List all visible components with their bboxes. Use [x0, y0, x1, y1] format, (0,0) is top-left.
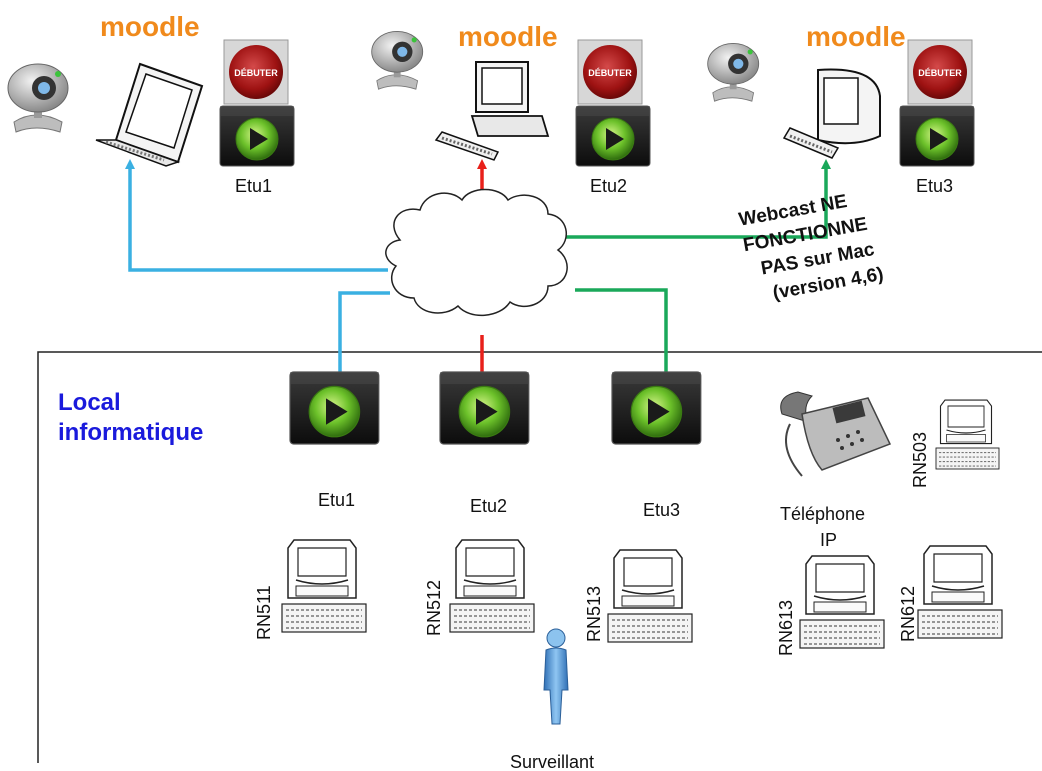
- supervisor-person-icon: [543, 628, 569, 725]
- debuter-button[interactable]: DÉBUTER: [577, 39, 643, 105]
- workstation-label: RN512: [424, 580, 444, 636]
- local-webcast-2: [439, 371, 530, 445]
- debuter-button[interactable]: DÉBUTER: [223, 39, 289, 105]
- mac-warning-note: Webcast NE FONCTIONNE PAS sur Mac (versi…: [737, 191, 885, 304]
- workstation-label: RN612: [898, 586, 918, 642]
- local-student-label: Etu3: [643, 500, 680, 520]
- workstation-rn613: [799, 555, 885, 649]
- remote-student-1: moodle DÉBUTER Etu1: [7, 11, 295, 196]
- workstation-rn612: [917, 545, 1003, 639]
- workstation-rn512: [449, 539, 535, 633]
- local-student-label: Etu2: [470, 496, 507, 516]
- webcam-icon: [707, 42, 760, 102]
- workstation-label: RN513: [584, 586, 604, 642]
- student-label: Etu1: [235, 176, 272, 196]
- local-student-label: Etu1: [318, 490, 355, 510]
- webcast-icon: [219, 105, 295, 167]
- ip-phone-icon: [780, 391, 892, 477]
- webcast-icon: [575, 105, 651, 167]
- workstation-rn503: [935, 399, 1000, 470]
- remote-student-3: moodle DÉBUTER Etu3: [707, 21, 975, 196]
- local-room-title: informatique: [58, 419, 203, 446]
- imac-icon: [782, 68, 881, 159]
- debuter-button[interactable]: DÉBUTER: [907, 39, 973, 105]
- debuter-label: DÉBUTER: [234, 68, 278, 78]
- moodle-logo: moodle: [458, 21, 558, 52]
- student-label: Etu3: [916, 176, 953, 196]
- link-etu3-local: [575, 288, 668, 372]
- workstation-rn511: [281, 539, 367, 633]
- link-etu1-remote: [125, 159, 388, 272]
- link-etu1-local: [338, 291, 390, 372]
- local-room-title: Local: [58, 389, 121, 416]
- webcam-icon: [7, 63, 69, 133]
- workstation-label: RN511: [254, 585, 274, 640]
- workstation-label: RN503: [910, 432, 930, 488]
- desktop-pc-icon: [434, 61, 550, 161]
- webcast-icon: [899, 105, 975, 167]
- ip-phone-label: IP: [820, 530, 837, 550]
- local-webcast-3: [611, 371, 702, 445]
- internet-cloud-icon: [385, 188, 568, 317]
- workstation-rn513: [607, 549, 693, 643]
- local-webcast-1: [289, 371, 380, 445]
- debuter-label: DÉBUTER: [918, 68, 962, 78]
- moodle-logo: moodle: [806, 21, 906, 52]
- student-label: Etu2: [590, 176, 627, 196]
- supervisor-label: Surveillant: [510, 752, 594, 771]
- debuter-label: DÉBUTER: [588, 68, 632, 78]
- link-etu3-remote: [556, 159, 831, 239]
- local-room-border: [37, 351, 1042, 763]
- webcam-icon: [371, 30, 424, 90]
- workstation-label: RN613: [776, 600, 796, 656]
- moodle-logo: moodle: [100, 11, 200, 42]
- laptop-icon: [95, 62, 204, 167]
- ip-phone-label: Téléphone: [780, 504, 865, 524]
- remote-student-2: moodle DÉBUTER Etu2: [371, 21, 651, 196]
